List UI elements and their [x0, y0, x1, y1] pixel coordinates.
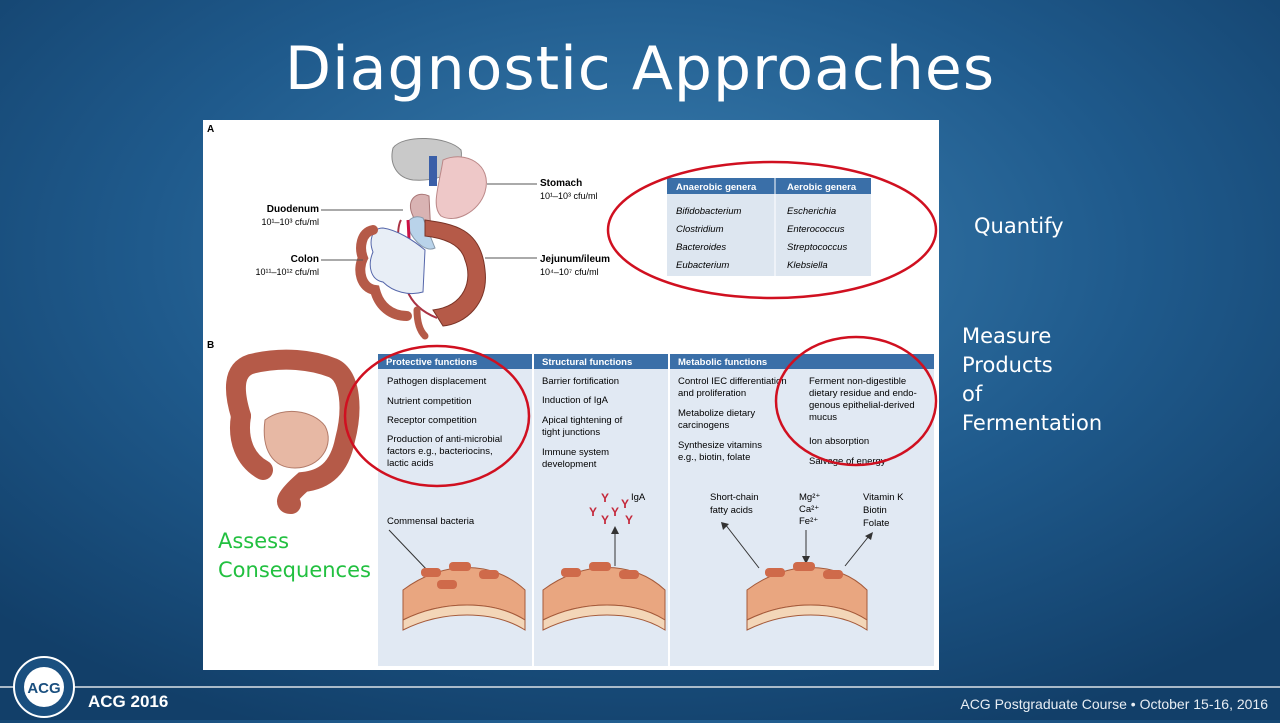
stomach-label: Stomach 10¹–10³ cfu/ml: [487, 178, 598, 201]
genera-cell: Clostridium: [676, 224, 724, 235]
commensal-bacteria-label: Commensal bacteria: [387, 516, 475, 527]
functions-cell: mucus: [809, 412, 837, 423]
microbiota-figure: A B Stomach 10¹–10³ cfu/ml Duodenum 10¹–…: [203, 120, 939, 670]
functions-cell: development: [542, 459, 597, 470]
colon-illustration: [225, 349, 360, 514]
scfa-label-2: fatty acids: [710, 505, 753, 516]
assess-line: Assess: [218, 529, 290, 553]
genera-header-aerobic: Aerobic genera: [787, 182, 857, 193]
quantify-label: Quantify: [974, 214, 1064, 238]
svg-text:Colon: Colon: [291, 254, 319, 265]
acg-logo-icon: ACG: [12, 655, 76, 719]
panel-a-label: A: [207, 124, 214, 135]
svg-text:Y: Y: [601, 513, 609, 527]
measure-label: Measure Products of Fermentation: [962, 322, 1102, 438]
scfa-label-1: Short-chain: [710, 492, 759, 503]
svg-text:10¹¹–10¹² cfu/ml: 10¹¹–10¹² cfu/ml: [255, 267, 319, 277]
panel-b-label: B: [207, 340, 214, 351]
iga-molecules: Y Y Y Y Y Y: [589, 491, 633, 527]
slide-title: Diagnostic Approaches: [284, 34, 996, 104]
assess-line: Consequences: [218, 558, 371, 582]
svg-text:Y: Y: [601, 491, 609, 505]
functions-cell: dietary residue and endo-: [809, 388, 917, 399]
functions-cell: genous epithelial-derived: [809, 400, 915, 411]
colon-label: Colon 10¹¹–10¹² cfu/ml: [255, 254, 363, 277]
genera-cell: Klebsiella: [787, 260, 828, 271]
functions-cell: Apical tightening of: [542, 415, 623, 426]
functions-cell: Nutrient competition: [387, 396, 471, 407]
svg-text:Y: Y: [621, 497, 629, 511]
epithelium-illustration-3: [746, 562, 868, 631]
footer-course-info: ACG Postgraduate Course • October 15-16,…: [960, 696, 1268, 712]
svg-text:Jejunum/ileum: Jejunum/ileum: [540, 254, 610, 265]
figure-svg: A B Stomach 10¹–10³ cfu/ml Duodenum 10¹–…: [207, 124, 938, 666]
measure-line: of: [962, 382, 983, 406]
jejunum-label: Jejunum/ileum 10⁴–10⁷ cfu/ml: [485, 254, 610, 277]
functions-header-structural: Structural functions: [542, 357, 632, 368]
quantify-highlight-circle: [606, 160, 938, 300]
functions-cell: carcinogens: [678, 420, 729, 431]
genera-header-anaerobic: Anaerobic genera: [676, 182, 757, 193]
svg-text:ACG: ACG: [27, 680, 60, 697]
mineral-mg: Mg²⁺: [799, 492, 820, 503]
measure-line: Fermentation: [962, 411, 1103, 435]
footer-acg-2016: ACG 2016: [88, 692, 169, 711]
functions-cell: Metabolize dietary: [678, 408, 755, 419]
functions-cell: Pathogen displacement: [387, 376, 487, 387]
svg-text:10⁴–10⁷ cfu/ml: 10⁴–10⁷ cfu/ml: [540, 267, 599, 277]
mineral-fe: Fe²⁺: [799, 516, 818, 527]
measure-line: Measure: [962, 324, 1052, 348]
genera-cell: Enterococcus: [787, 224, 845, 235]
genera-cell: Bifidobacterium: [676, 206, 742, 217]
genera-table: Anaerobic genera Aerobic genera Bifidoba…: [667, 178, 871, 276]
functions-cell: Control IEC differentiation: [678, 376, 787, 387]
functions-cell: e.g., biotin, folate: [678, 452, 750, 463]
svg-text:Y: Y: [625, 513, 633, 527]
functions-cell: Ion absorption: [809, 436, 869, 447]
functions-cell: Induction of IgA: [542, 395, 609, 406]
functions-cell: tight junctions: [542, 427, 600, 438]
svg-text:Y: Y: [589, 505, 597, 519]
vitamin-folate: Folate: [863, 518, 889, 529]
genera-cell: Eubacterium: [676, 260, 729, 271]
functions-cell: lactic acids: [387, 458, 434, 469]
epithelium-illustration-2: [542, 562, 666, 631]
functions-header-metabolic: Metabolic functions: [678, 357, 767, 368]
epithelium-illustration-1: [402, 562, 526, 631]
vitamin-biotin: Biotin: [863, 505, 887, 516]
protective-highlight-circle: [343, 344, 531, 488]
functions-cell: factors e.g., bacteriocins,: [387, 446, 493, 457]
svg-text:Y: Y: [611, 505, 619, 519]
iga-label: IgA: [631, 492, 646, 503]
functions-cell: Ferment non-digestible: [809, 376, 906, 387]
fermentation-highlight-circle: [774, 335, 938, 467]
mineral-ca: Ca²⁺: [799, 504, 819, 515]
svg-text:10¹–10³ cfu/ml: 10¹–10³ cfu/ml: [540, 191, 598, 201]
genera-cell: Escherichia: [787, 206, 836, 217]
duodenum-label: Duodenum 10¹–10³ cfu/ml: [261, 204, 403, 227]
functions-cell: Receptor competition: [387, 415, 477, 426]
assess-label: Assess Consequences: [218, 527, 371, 585]
functions-cell: Barrier fortification: [542, 376, 619, 387]
functions-cell: Production of anti-microbial: [387, 434, 502, 445]
svg-text:Stomach: Stomach: [540, 178, 582, 189]
genera-cell: Bacteroides: [676, 242, 726, 253]
svg-text:Duodenum: Duodenum: [267, 204, 319, 215]
gi-tract-illustration: [355, 138, 487, 340]
genera-cell: Streptococcus: [787, 242, 847, 253]
footer-divider: [0, 686, 1280, 688]
svg-text:10¹–10³ cfu/ml: 10¹–10³ cfu/ml: [261, 217, 319, 227]
functions-cell: Immune system: [542, 447, 609, 458]
measure-line: Products: [962, 353, 1053, 377]
functions-cell: Synthesize vitamins: [678, 440, 762, 451]
functions-cell: and proliferation: [678, 388, 746, 399]
functions-header-protective: Protective functions: [386, 357, 477, 368]
functions-cell: Salvage of energy: [809, 456, 886, 467]
vitamin-k: Vitamin K: [863, 492, 904, 503]
